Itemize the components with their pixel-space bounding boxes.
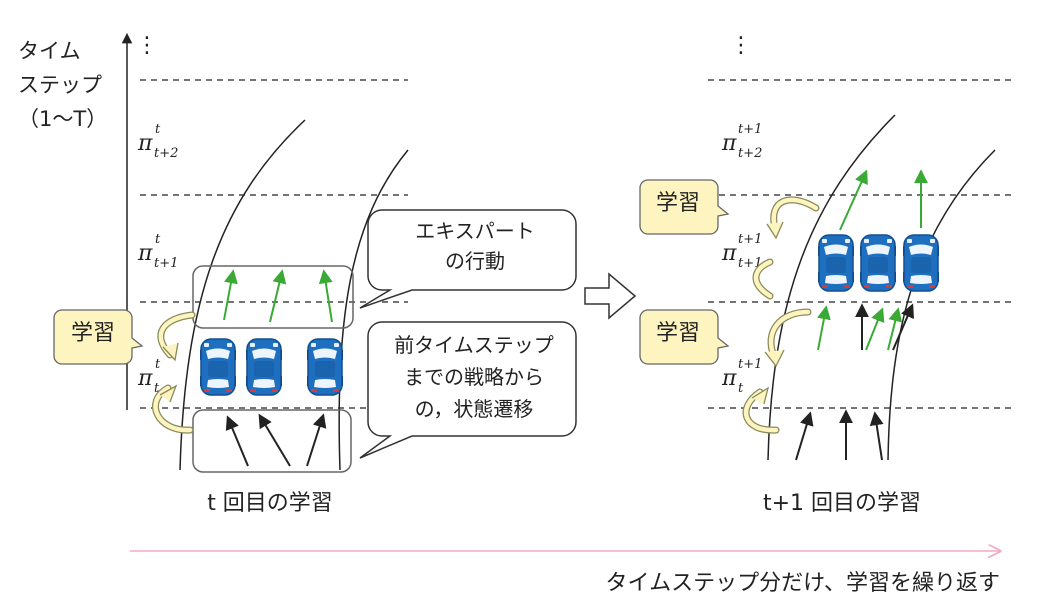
policy-label-t1: π t+1 t+1 [721, 232, 762, 271]
svg-text:t: t [154, 381, 160, 396]
callout-expert-action: エキスパート の行動 [359, 209, 577, 309]
svg-text:の行動: の行動 [445, 249, 505, 273]
road-edge-left [179, 119, 306, 471]
policy-label-t1: π t t+1 [137, 232, 178, 271]
svg-text:π: π [137, 241, 153, 266]
transition-arrow [225, 415, 249, 467]
svg-text:前タイムステップ: 前タイムステップ [394, 333, 554, 357]
transition-arrow [892, 303, 914, 351]
svg-text:π: π [721, 366, 737, 391]
bottom-caption: タイムステップ分だけ、学習を繰り返す [606, 571, 1000, 596]
right-panel: ⋮ π t+1 t+2 π t+1 t+1 π t+1 t [639, 33, 1012, 516]
car [200, 338, 236, 396]
axis-label-line1: タイム [18, 39, 81, 63]
transition-arrow [306, 413, 327, 467]
expert-action-arrow [817, 305, 831, 351]
axis-dots: ⋮ [136, 33, 158, 58]
right-caption: t+1 回目の学習 [763, 491, 921, 516]
left-panel: ⋮ タイム ステップ （1〜T） π t t+2 π t t+1 π t t [18, 32, 577, 516]
svg-text:π: π [137, 366, 153, 391]
learn-label: 学習 [53, 309, 144, 365]
policy-label-t: π t t [137, 357, 161, 396]
transition-arrow [258, 413, 291, 467]
expert-action-arrow [269, 269, 287, 323]
expert-action-arrow [865, 307, 885, 351]
svg-text:π: π [721, 131, 737, 156]
learn-curve-arrow [767, 308, 812, 360]
policy-label-t: π t+1 t [721, 357, 762, 396]
car [860, 234, 896, 292]
policy-label-t2: π t t+2 [137, 122, 178, 161]
svg-text:学習: 学習 [656, 191, 700, 216]
axis-label-line3: （1〜T） [18, 107, 107, 131]
svg-text:t+1: t+1 [154, 256, 178, 271]
svg-text:t+2: t+2 [154, 146, 178, 161]
transition-arrow [795, 411, 814, 461]
svg-text:までの戦略から: までの戦略から [404, 365, 544, 389]
right-dots: ⋮ [730, 33, 752, 58]
svg-text:学習: 学習 [656, 321, 700, 346]
svg-text:学習: 学習 [71, 321, 115, 346]
expert-action-box [192, 265, 354, 329]
car [818, 234, 854, 292]
expert-action-arrow [318, 269, 333, 323]
svg-text:の，状態遷移: の，状態遷移 [415, 397, 534, 421]
svg-text:t+1: t+1 [738, 357, 762, 372]
transition-arrow [869, 411, 884, 461]
road-edge-left [767, 114, 896, 461]
svg-text:t+2: t+2 [738, 146, 762, 161]
svg-text:t+1: t+1 [738, 122, 762, 137]
svg-text:t+1: t+1 [738, 232, 762, 247]
expert-action-arrow [223, 269, 238, 321]
svg-text:t: t [738, 381, 744, 396]
svg-text:t: t [155, 357, 161, 372]
axis-label-line2: ステップ [18, 73, 102, 97]
svg-text:π: π [721, 241, 737, 266]
svg-text:t: t [155, 232, 161, 247]
expert-action-arrow [887, 307, 903, 351]
car [903, 234, 939, 292]
policy-label-t2: π t+1 t+2 [721, 122, 762, 161]
callout-state-transition: 前タイムステップ までの戦略から の，状態遷移 [359, 321, 577, 459]
learn-label-upper: 学習 [639, 179, 730, 235]
svg-text:π: π [137, 131, 153, 156]
svg-text:エキスパート: エキスパート [415, 219, 534, 243]
car [307, 338, 343, 396]
learn-label-lower: 学習 [639, 309, 730, 365]
svg-text:t: t [155, 122, 161, 137]
road-edge-right [887, 149, 996, 461]
transition-box [192, 409, 352, 473]
left-caption: t 回目の学習 [207, 491, 333, 516]
road-edge-right [338, 149, 409, 471]
next-iteration-arrow [584, 272, 637, 320]
expert-action-arrow [839, 169, 868, 231]
car [246, 338, 282, 396]
